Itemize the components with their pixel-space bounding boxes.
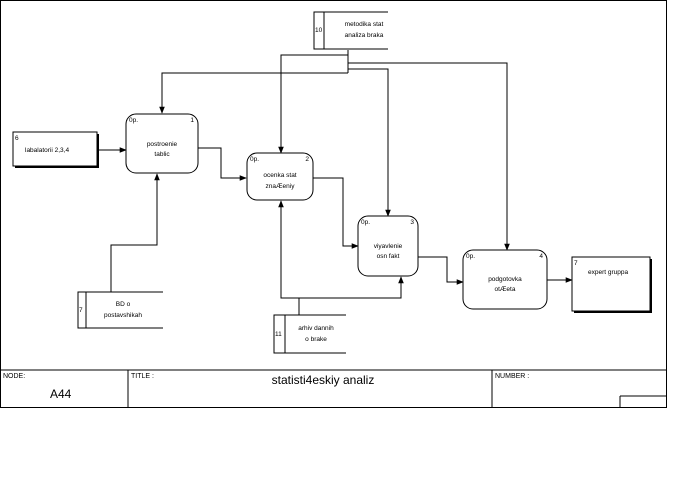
data-store-suppliers[interactable]: 7 BD o postavshikah	[77, 291, 163, 329]
process-tag: 0p.	[129, 117, 138, 124]
number-label: NUMBER :	[495, 373, 529, 380]
process-number: 4	[539, 253, 543, 260]
process-tag: 0p.	[466, 253, 475, 260]
process-box-tables[interactable]: 0p. 1 postroenie tablic	[125, 113, 199, 174]
process-number: 2	[305, 156, 309, 163]
diagram-frame	[0, 0, 667, 408]
title-block: NODE: A44 TITLE : statisti4eskiy analiz …	[0, 369, 666, 407]
entity-label: expert gruppa	[588, 269, 628, 276]
store-number: 10	[315, 27, 323, 34]
entity-label: labalatorii 2,3,4	[25, 147, 69, 154]
flow-archive-to-estimate	[278, 200, 299, 299]
process-number: 3	[410, 219, 414, 226]
store-label-line: arhiv dannih	[298, 325, 334, 332]
flow-method-to-detect	[348, 68, 391, 217]
external-entity-labs[interactable]: 6 labalatorii 2,3,4	[12, 131, 99, 168]
data-store-archive[interactable]: 11 arhiv dannih o brake	[273, 314, 346, 354]
process-label-line: znaÆeniy	[266, 183, 296, 190]
external-entity-experts[interactable]: 7 expert gruppa	[571, 256, 652, 313]
diagram-title: statisti4eskiy analiz	[272, 373, 375, 387]
flow-estimate-to-detect	[313, 177, 359, 249]
data-flows	[99, 50, 573, 315]
flow-method-to-report	[348, 62, 510, 251]
store-label-line: postavshikah	[104, 312, 142, 319]
process-number: 1	[190, 117, 194, 124]
store-number: 11	[275, 331, 282, 338]
process-label-line: ocenka stat	[263, 172, 296, 179]
process-box-estimate[interactable]: 0p. 2 ocenka stat znaÆeniy	[246, 152, 314, 201]
process-label-line: podgotovka	[488, 276, 522, 283]
process-tag: 0p.	[250, 156, 259, 163]
flow-method-to-estimate	[278, 54, 348, 154]
flow-detect-to-report	[418, 256, 464, 285]
flow-method-to-tables	[159, 72, 348, 114]
store-label-line: BD o	[116, 301, 131, 308]
node-value: A44	[50, 387, 72, 401]
process-label-line: osn fakt	[377, 253, 400, 260]
process-box-report[interactable]: 0p. 4 podgotovka otÆeta	[462, 249, 548, 310]
process-label-line: otÆeta	[495, 286, 516, 293]
flow-archive-to-detect	[299, 276, 404, 299]
flow-tables-to-estimate	[198, 147, 247, 181]
store-label-line: analiza braka	[345, 32, 384, 39]
process-label-line: postroenie	[147, 141, 178, 148]
store-number: 7	[79, 307, 83, 314]
process-label-line: tablic	[154, 151, 170, 158]
entity-number: 7	[574, 260, 578, 267]
process-label-line: viyavlenie	[374, 243, 403, 250]
node-label: NODE:	[3, 373, 25, 380]
store-label-line: o brake	[305, 336, 327, 343]
flow-suppliers-to-tables	[110, 173, 160, 292]
title-label: TITLE :	[131, 373, 154, 380]
process-box-detect[interactable]: 0p. 3 viyavlenie osn fakt	[357, 215, 419, 277]
store-label-line: metodika stat	[345, 21, 384, 28]
process-tag: 0p.	[361, 219, 370, 226]
data-store-method[interactable]: 10 metodika stat analiza braka	[313, 11, 388, 50]
entity-number: 6	[15, 135, 19, 142]
